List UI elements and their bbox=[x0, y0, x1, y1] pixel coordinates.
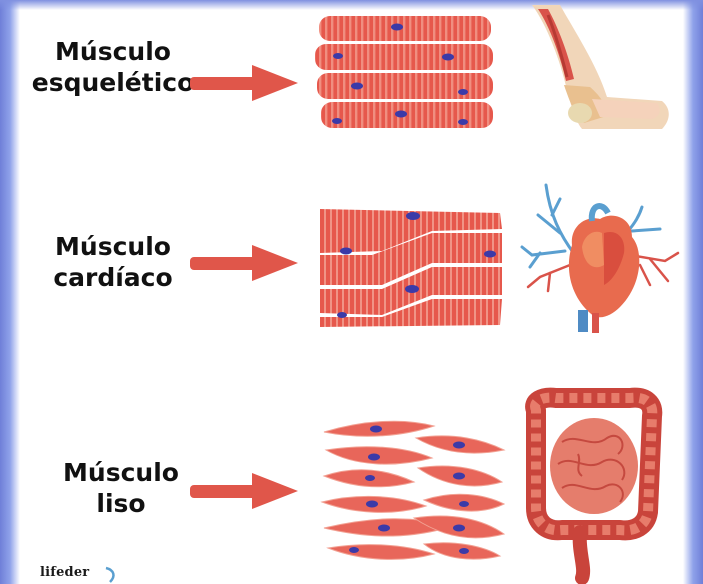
nucleus bbox=[337, 312, 347, 318]
nucleus bbox=[391, 24, 403, 31]
label-cardiac-line1: Músculo bbox=[28, 231, 198, 262]
nucleus bbox=[453, 442, 465, 449]
nucleus bbox=[368, 454, 380, 461]
heart-icon bbox=[520, 185, 680, 340]
nucleus bbox=[370, 426, 382, 433]
smooth-muscle-cells bbox=[314, 410, 514, 570]
label-cardiac-line2: cardíaco bbox=[28, 262, 198, 293]
label-smooth-line1: Músculo bbox=[36, 457, 206, 488]
arrow-cardiac bbox=[190, 243, 300, 285]
elbow-arm-icon bbox=[512, 5, 672, 135]
nucleus bbox=[340, 248, 352, 255]
cardiac-muscle-fibers bbox=[312, 203, 507, 333]
nucleus bbox=[484, 251, 496, 258]
nucleus bbox=[365, 475, 375, 481]
brand-swoosh-icon bbox=[104, 566, 118, 582]
nucleus bbox=[453, 473, 465, 480]
nucleus bbox=[458, 119, 468, 125]
nucleus bbox=[333, 53, 343, 59]
nucleus bbox=[351, 83, 363, 90]
nucleus bbox=[459, 501, 469, 507]
label-skeletal-line1: Músculo bbox=[28, 36, 198, 67]
nucleus bbox=[405, 285, 419, 293]
brand-logo: lifeder bbox=[40, 565, 89, 580]
nucleus bbox=[458, 89, 468, 95]
nucleus bbox=[366, 501, 378, 508]
label-cardiac: Músculo cardíaco bbox=[28, 231, 198, 293]
arrow-skeletal bbox=[190, 63, 300, 105]
nucleus bbox=[349, 547, 359, 553]
nucleus bbox=[453, 525, 465, 532]
nucleus bbox=[395, 111, 407, 118]
nucleus bbox=[378, 525, 390, 532]
skeletal-muscle-fibers bbox=[313, 12, 498, 132]
nucleus bbox=[332, 118, 342, 124]
nucleus bbox=[406, 212, 420, 220]
label-skeletal-line2: esquelético bbox=[28, 67, 198, 98]
label-skeletal: Músculo esquelético bbox=[28, 36, 198, 98]
label-smooth-line2: liso bbox=[36, 488, 206, 519]
nucleus bbox=[442, 54, 454, 61]
label-smooth: Músculo liso bbox=[36, 457, 206, 519]
nucleus bbox=[459, 548, 469, 554]
intestines-icon bbox=[522, 392, 662, 580]
arrow-smooth bbox=[190, 471, 300, 513]
